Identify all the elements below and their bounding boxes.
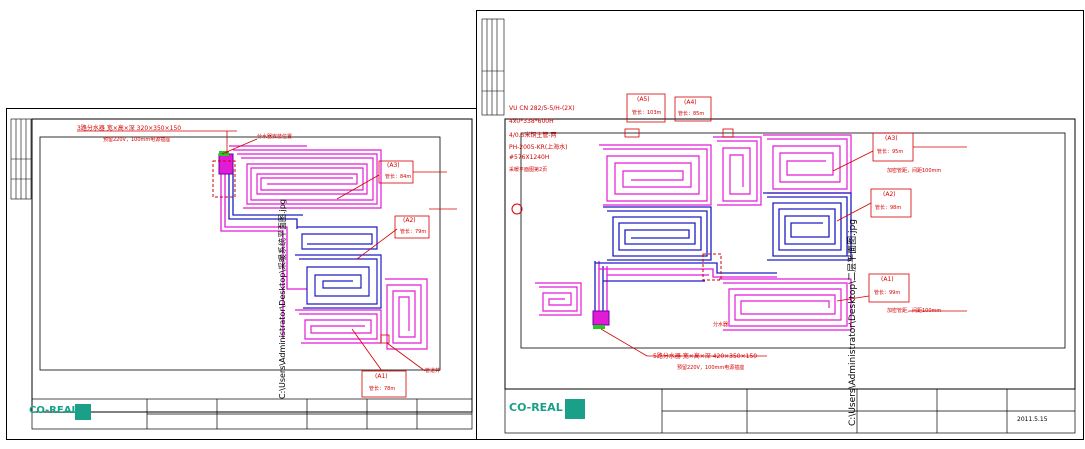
- loop-a4-pink: [713, 136, 762, 206]
- zone-a5-length: 管长：103m: [632, 110, 662, 116]
- left-drawing-canvas: [10, 118, 473, 430]
- zone-a2-name: (A2): [403, 217, 416, 224]
- zone-a3-name: (A3): [387, 162, 400, 169]
- manifold-left: [218, 153, 234, 175]
- left-logo: CO-REAL: [29, 405, 78, 416]
- zone-a1-length-right: 管长：99m: [874, 290, 901, 296]
- reference-marker: [511, 203, 523, 215]
- right-small-label: 分水器: [713, 322, 729, 328]
- zone-a5-name: (A5): [637, 96, 650, 103]
- right-title-block: [504, 388, 1076, 434]
- zone-a1-length: 管长：78m: [369, 386, 396, 392]
- zone-a1-name-right: (A1): [881, 276, 894, 283]
- house-icon: [75, 404, 91, 420]
- left-manifold-note: 3路分水器 宽×高×深 320×350×150: [77, 125, 182, 132]
- manifold-box: [212, 160, 236, 198]
- house-icon-right: [565, 399, 585, 419]
- right-manifold-note: 5路分水器 宽×高×深 420×350×150: [653, 353, 758, 360]
- right-file-path: C:\Users\Administrator\Desktop\二层平面图.jpg: [848, 219, 858, 426]
- left-drawing-sheet: 3路分水器 宽×高×深 320×350×150 预留220V，100mm电源插座…: [6, 108, 478, 440]
- manifold-bundle: [594, 261, 777, 311]
- loop-a3-pink: [229, 145, 382, 209]
- spec-line-6: 采暖平面图第2页: [509, 167, 548, 173]
- left-title-block: [31, 398, 473, 430]
- zone-a3-length: 管长：84m: [385, 174, 412, 180]
- zone-a1-note: 加密管距，间距100mm: [887, 308, 942, 314]
- manifold-marker-right: [593, 325, 605, 329]
- zone-a3-length-right: 管长：95m: [877, 149, 904, 155]
- right-margin-ticks: [481, 18, 505, 116]
- spec-line-2: 4x0*338*600H: [509, 118, 554, 125]
- loop-a2-blue-right: [763, 192, 852, 261]
- loop-small-pink: [535, 282, 582, 316]
- title-date: 2011.5.15: [1017, 416, 1048, 423]
- loop-a1-pink-right: [719, 278, 852, 331]
- zone-a1-name: (A1): [375, 373, 388, 380]
- zone-a3-name-right: (A3): [885, 135, 898, 142]
- spec-line-1: VU CN 282/5-5/H-(2X): [509, 105, 575, 112]
- loop-a1-pink: [295, 278, 428, 350]
- manifold-right: [592, 310, 610, 326]
- right-manifold-power: 预留220V，100mm电源插座: [677, 365, 745, 371]
- supply-pipes-blue: [228, 169, 303, 229]
- loop-a2-blue: [295, 226, 382, 309]
- right-drawing-sheet: VU CN 282/5-5/H-(2X) 4x0*338*600H 4/0.5米…: [476, 10, 1084, 440]
- right-callouts: [600, 93, 967, 357]
- supply-pipes-pink: [220, 169, 307, 339]
- zone-a2-length-right: 管长：98m: [875, 205, 902, 211]
- right-drawing-canvas: [481, 18, 1076, 434]
- spec-line-5: #576X1240H: [509, 154, 550, 161]
- left-file-path: C:\Users\Administrator\Desktop\采暖系统平面图.j…: [278, 199, 287, 399]
- zone-a4-name: (A4): [684, 99, 697, 106]
- zone-a4-length: 管长：85m: [678, 111, 705, 117]
- zone-a3-note: 加密管距，间距100mm: [887, 168, 942, 174]
- spec-line-3: 4/0.5米铜主管-两: [509, 132, 557, 139]
- loop-a5-pink: [599, 144, 712, 206]
- left-side-label: 管道井: [425, 368, 441, 374]
- spec-line-4: PH-2005-KR(上海水): [509, 144, 568, 151]
- loop-a3-pink-right: [763, 134, 852, 194]
- left-margin-ticks: [10, 118, 32, 200]
- left-small-label: 分水器安装位置: [257, 134, 293, 140]
- right-logo: CO-REAL: [509, 401, 563, 414]
- zone-a2-name-right: (A2): [883, 191, 896, 198]
- loop-center-blue: [603, 206, 712, 261]
- left-manifold-power: 预留220V，100mm电源插座: [103, 137, 171, 143]
- junction-box: [702, 253, 722, 281]
- left-callouts: [77, 130, 457, 398]
- zone-a2-length: 管长：79m: [400, 229, 427, 235]
